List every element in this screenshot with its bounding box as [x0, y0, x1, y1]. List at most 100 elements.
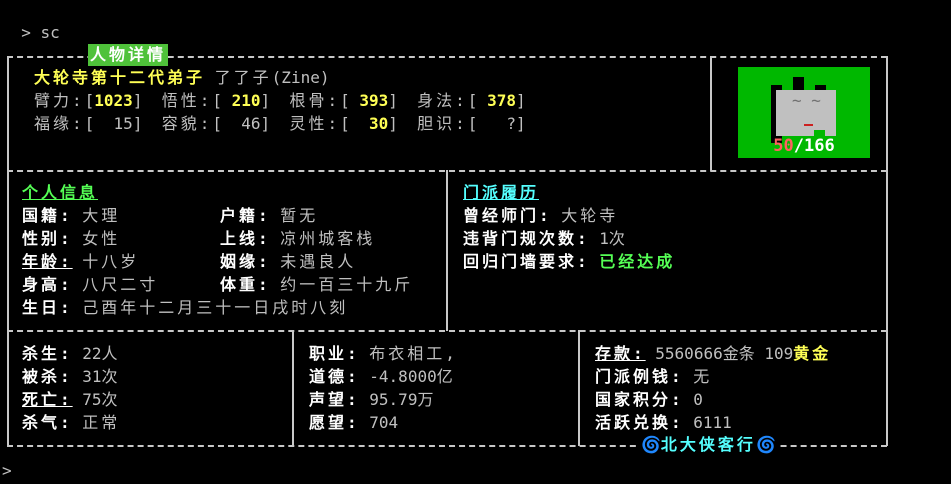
combat-row-killed: 被杀: 31次 [22, 366, 118, 388]
value: 已经达成 [599, 252, 676, 271]
sect-history-heading: 门派履历 [463, 182, 539, 204]
label: 被杀: [22, 367, 73, 386]
value: 八尺二寸 [82, 275, 159, 294]
label: 回归门墙要求: [463, 252, 590, 271]
character-name: 了了子 [214, 68, 272, 87]
value: 大轮寺 [561, 206, 619, 225]
attr-value-spirit: 30 [368, 114, 389, 133]
label: 身高: [22, 275, 73, 294]
label: 曾经师门: [463, 206, 552, 225]
character-title: 大轮寺第十二代弟子 [34, 68, 206, 87]
character-portrait: ~ ~ 50/166 [738, 67, 870, 158]
sect-row-former-master: 曾经师门: 大轮寺 [463, 205, 618, 227]
value: 十八岁 [82, 252, 140, 271]
label: 活跃兑换: [595, 413, 684, 432]
combat-row-deaths: 死亡: 75次 [22, 389, 118, 411]
attr-value-appearance: 46 [241, 114, 261, 133]
frame-bottom-border [7, 445, 887, 447]
personal-info-heading-text: 个人信息 [22, 183, 99, 202]
hair-strand-icon [815, 85, 826, 91]
info-divider [446, 170, 448, 331]
career-row-occupation: 职业: 布衣相工, [309, 343, 458, 365]
value: 22人 [82, 344, 118, 363]
label: 上线: [220, 229, 271, 248]
attr-value-intelligence: 210 [231, 91, 261, 110]
value: 704 [369, 413, 399, 432]
combat-row-kills: 杀生: 22人 [22, 343, 118, 365]
hp-max: /166 [793, 136, 835, 156]
combat-row-killing-aura: 杀气: 正常 [22, 412, 120, 434]
label: 体重: [220, 275, 271, 294]
attr-label-appearance: 容貌: [161, 114, 213, 133]
prompt-symbol: > [2, 461, 12, 480]
info-row-birthday: 生日: 己酉年十二月三十一日戌时八刻 [22, 297, 348, 319]
command-prompt: > [21, 23, 31, 42]
label: 职业: [309, 344, 360, 363]
sect-history-heading-text: 门派履历 [463, 183, 540, 202]
portrait-divider [710, 56, 712, 171]
character-id: (Zine) [271, 68, 330, 87]
stats-divider-2 [578, 330, 580, 446]
hp-display: 50/166 [738, 136, 870, 156]
value: 95.79万 [369, 390, 434, 409]
sect-row-violations: 违背门规次数: 1次 [463, 228, 625, 250]
label: 生日: [22, 298, 73, 317]
info-row-height: 身高: 八尺二寸 [22, 274, 158, 296]
info-row-household: 户籍: 暂无 [220, 205, 318, 227]
label: 存款: [595, 344, 646, 363]
label: 道德: [309, 367, 360, 386]
value: 大理 [82, 206, 121, 225]
career-row-morality: 道德: -4.8000亿 [309, 366, 453, 388]
personal-info-heading: 个人信息 [22, 182, 98, 204]
spiral-icon: 🌀 [755, 435, 776, 454]
hair-strand-icon [793, 77, 804, 91]
label: 杀气: [22, 413, 73, 432]
face-icon: ~ ~ [776, 90, 836, 136]
label: 杀生: [22, 344, 73, 363]
label: 年龄: [22, 252, 73, 271]
value: 75次 [82, 390, 118, 409]
info-row-login-location: 上线: 凉州城客栈 [220, 228, 375, 250]
label: 户籍: [220, 206, 271, 225]
attr-label-intelligence: 悟性: [161, 91, 213, 110]
attr-label-constitution: 根骨: [289, 91, 341, 110]
label: 死亡: [22, 390, 73, 409]
panel-title: 人物详情 [88, 44, 169, 66]
value: 未遇良人 [280, 252, 357, 271]
value: 正常 [82, 413, 121, 432]
frame-top-border [7, 56, 887, 58]
divider-2 [7, 330, 887, 332]
value: 约一百三十九斤 [280, 275, 414, 294]
info-row-age: 年龄: 十八岁 [22, 251, 139, 273]
attr-value-constitution: 393 [359, 91, 389, 110]
value: 31次 [82, 367, 118, 386]
attr-value-luck: 15 [113, 114, 133, 133]
attributes-row-1: 臂力:[1023] 悟性:[ 210] 根骨:[ 393] 身法:[ 378] [34, 91, 526, 110]
value: 女性 [82, 229, 121, 248]
attr-value-strength: 1023 [94, 91, 133, 110]
value: 6111 [693, 413, 732, 432]
frame-right-border [886, 56, 888, 446]
label: 国籍: [22, 206, 73, 225]
value: 5560666金条 109 [655, 344, 794, 363]
face-mouth-icon [804, 124, 813, 126]
face-eyes: ~ ~ [792, 91, 821, 110]
attr-label-luck: 福缘: [34, 114, 85, 133]
value: 布衣相工, [369, 344, 458, 363]
value: 无 [693, 367, 713, 386]
label: 违背门规次数: [463, 229, 590, 248]
attr-label-spirit: 灵性: [289, 114, 341, 133]
footer-brand: 🌀北大侠客行🌀 [639, 434, 778, 456]
sect-row-return-requirement: 回归门墙要求: 已经达成 [463, 251, 675, 273]
value: 暂无 [280, 206, 319, 225]
hp-current: 50 [773, 136, 794, 156]
attr-label-strength: 臂力: [34, 91, 85, 110]
input-prompt[interactable]: > [2, 460, 12, 482]
value: 0 [693, 390, 703, 409]
frame-left-border [7, 56, 9, 446]
finance-row-sect-stipend: 门派例钱: 无 [595, 366, 712, 388]
spiral-icon: 🌀 [641, 435, 661, 454]
attr-label-courage: 胆识: [417, 114, 468, 133]
finance-row-deposit: 存款: 5560666金条 109黄金 [595, 343, 831, 365]
attributes-row-2: 福缘:[ 15] 容貌:[ 46] 灵性:[ 30] 胆识:[ ?] [34, 114, 526, 133]
